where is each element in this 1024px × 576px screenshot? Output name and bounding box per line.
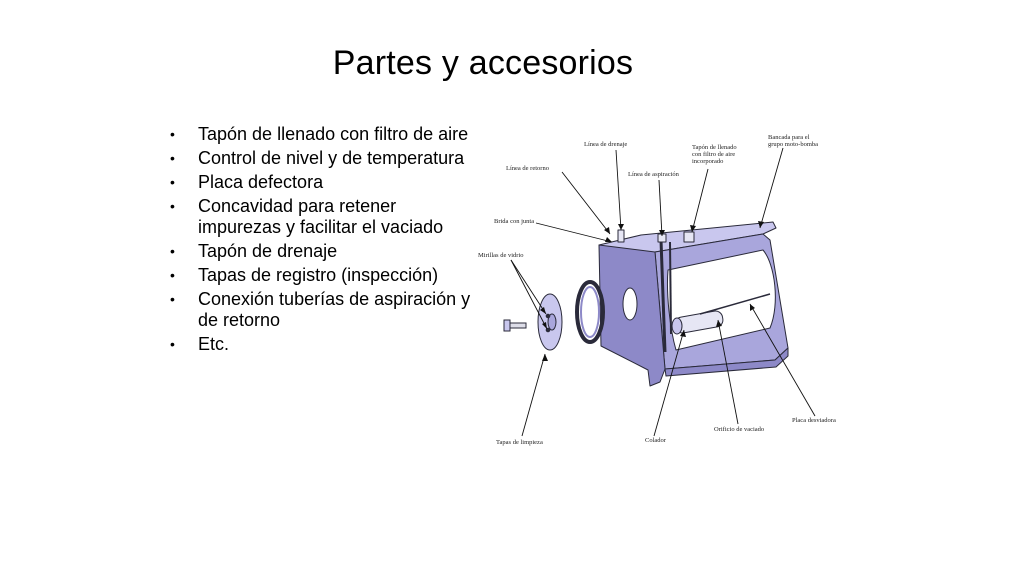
cover-plate-hub <box>547 313 557 331</box>
label-bench: grupo moto-bomba <box>768 141 818 148</box>
bolt-head <box>503 319 511 332</box>
baffle-plate <box>699 293 771 315</box>
list-item: • Tapón de llenado con filtro de aire <box>167 124 477 145</box>
bullet-dot: • <box>170 336 175 352</box>
arrowhead <box>659 230 665 236</box>
label-fill-cap: con filtro de aire <box>692 151 735 158</box>
strainer-end <box>671 317 683 335</box>
bolt <box>507 322 527 329</box>
list-item: • Tapas de registro (inspección) <box>167 265 477 286</box>
label-bench: Bancada para el <box>768 134 810 141</box>
list-item-text: Concavidad para retener impurezas y faci… <box>198 196 444 237</box>
arrowhead <box>542 322 547 329</box>
gasket-ring-inner <box>580 286 600 338</box>
label-fill-cap: incorporado <box>692 158 723 165</box>
arrowhead <box>690 225 696 232</box>
list-item: • Placa defectora <box>167 172 477 193</box>
list-item-text: Conexión tuberías de aspiración y de ret… <box>198 289 471 330</box>
bullet-dot: • <box>170 243 175 259</box>
label-sight-glass: Mirillas de vidrio <box>478 252 524 259</box>
hydraulic-tank-diagram: Línea de drenaje Tapón de llenado con fi… <box>470 124 840 449</box>
list-item: • Tapón de drenaje <box>167 241 477 262</box>
gasket-ring <box>575 280 605 344</box>
leader-flange <box>535 222 613 243</box>
slide-title: Partes y accesorios <box>332 44 634 82</box>
leader-sight-glass <box>510 259 547 315</box>
leader-drain-line <box>615 149 622 231</box>
list-item-text: Etc. <box>198 334 230 354</box>
list-item-text: Control de nivel y de temperatura <box>198 148 465 168</box>
return-pipe <box>669 241 672 335</box>
tank-bottom-rim <box>664 347 789 377</box>
arrowhead <box>716 320 722 327</box>
leader-clean-covers <box>521 353 546 437</box>
leader-strainer <box>653 329 685 437</box>
leader-baffle <box>749 303 816 417</box>
leader-arrowheads <box>540 221 764 361</box>
label-clean-covers: Tapas de limpieza <box>496 439 543 446</box>
list-item-text: Tapas de registro (inspección) <box>198 265 439 285</box>
clean-cover-parts <box>503 280 605 351</box>
inspection-opening <box>622 287 638 321</box>
arrowhead <box>758 221 764 228</box>
list-item-text: Tapón de drenaje <box>198 241 338 261</box>
label-flange: Brida con junta <box>494 218 534 225</box>
arrowhead <box>605 237 612 242</box>
list-item: • Concavidad para retener impurezas y fac… <box>167 196 477 238</box>
arrowhead <box>542 354 548 361</box>
label-drain-line: Línea de drenaje <box>584 141 627 148</box>
drain-line-fitting <box>617 229 625 243</box>
arrowhead <box>618 224 624 230</box>
filler-cap <box>683 231 695 243</box>
leader-sight-glass <box>510 259 548 330</box>
list-item: • Control de nivel y de temperatura <box>167 148 477 169</box>
tank-body <box>598 221 789 387</box>
sight-glass-dot <box>545 313 551 319</box>
arrowhead <box>680 330 686 337</box>
bullet-dot: • <box>170 198 175 214</box>
sight-glass-dot <box>545 327 551 333</box>
label-suction-line: Línea de aspiración <box>628 171 680 178</box>
leader-suction-line <box>658 179 663 237</box>
label-return-line: Línea de retorno <box>506 165 549 172</box>
bullet-dot: • <box>170 126 175 142</box>
arrowhead <box>750 304 755 311</box>
list-item: • Conexión tuberías de aspiración y de re… <box>167 289 477 331</box>
label-drain-hole: Orificio de vaciado <box>714 426 764 433</box>
leader-fill-cap <box>691 168 709 233</box>
bullet-list: • Tapón de llenado con filtro de aire • Co… <box>167 124 477 358</box>
diagram-labels: Línea de drenaje Tapón de llenado con fi… <box>478 134 836 446</box>
suction-pipe <box>659 239 667 353</box>
bullet-dot: • <box>170 291 175 307</box>
arrowhead <box>604 227 610 234</box>
label-strainer: Colador <box>645 437 667 444</box>
bullet-dot: • <box>170 267 175 283</box>
bullet-dot: • <box>170 174 175 190</box>
list-item-text: Placa defectora <box>198 172 324 192</box>
list-item-text: Tapón de llenado con filtro de aire <box>198 124 469 144</box>
leader-bench <box>759 147 784 229</box>
leader-return-line <box>561 171 611 235</box>
label-fill-cap: Tapón de llenado <box>692 144 737 151</box>
bullet-dot: • <box>170 150 175 166</box>
tank-illustration: Línea de drenaje Tapón de llenado con fi… <box>478 134 836 446</box>
list-item: • Etc. <box>167 334 477 355</box>
leader-drain-hole <box>717 319 739 425</box>
leader-lines <box>510 147 816 437</box>
arrowhead <box>540 307 546 314</box>
label-baffle: Placa desviadora <box>792 417 836 424</box>
